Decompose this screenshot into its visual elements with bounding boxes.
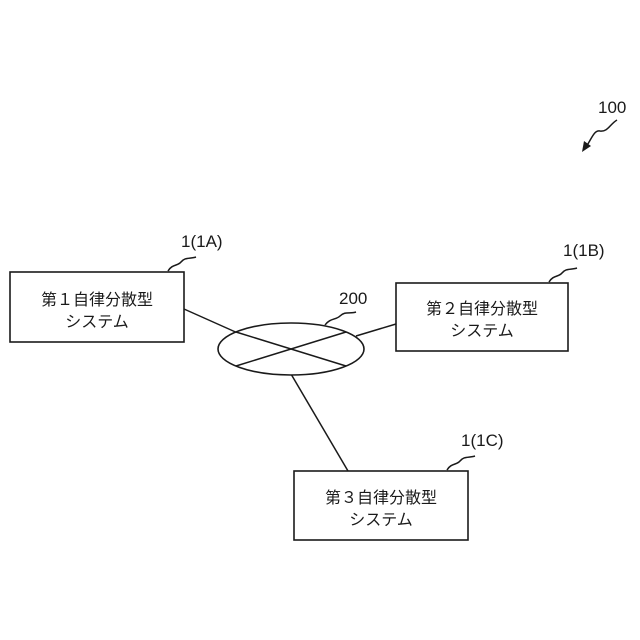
link-system-b [356, 324, 396, 336]
system-a-ref: 1(1A) [181, 232, 223, 251]
system-b-ref: 1(1B) [563, 241, 605, 260]
system-c-ref: 1(1C) [461, 431, 504, 450]
link-system-a [184, 309, 240, 334]
system-a-line2: システム [65, 312, 129, 331]
system-a-line1: 第１自律分散型 [41, 290, 153, 309]
figure-arrow-line [586, 120, 617, 147]
system-b-line1: 第２自律分散型 [426, 299, 538, 318]
system-c-line1: 第３自律分散型 [325, 488, 437, 507]
system-c-line2: システム [349, 510, 413, 529]
link-system-c [291, 374, 348, 471]
figure-label: 100 [598, 98, 626, 117]
figure-arrow-head [582, 141, 591, 152]
system-c-leader [447, 456, 475, 470]
network-label: 200 [339, 289, 367, 308]
system-b-leader [549, 268, 577, 282]
system-b-line2: システム [450, 321, 514, 340]
network-leader [325, 312, 356, 325]
system-a-leader [168, 257, 196, 271]
